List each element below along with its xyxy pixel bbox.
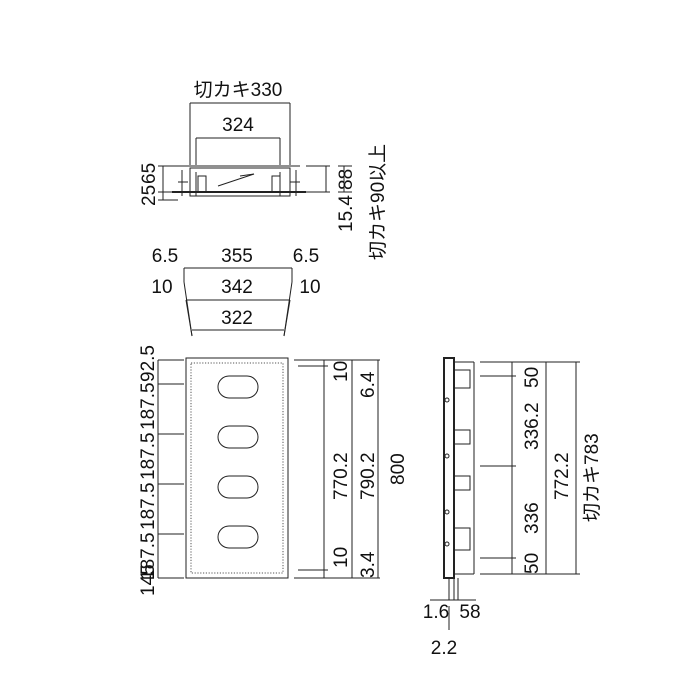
front-left-dim-1: 92.5 xyxy=(138,345,159,382)
cutout-depth-label: 切カキ90以上 xyxy=(367,144,389,260)
front-left-dim-5: 187.5 xyxy=(138,532,159,580)
side-dim-top: 50 xyxy=(522,367,543,388)
front-panel xyxy=(185,357,289,579)
width-right-offset: 6.5 xyxy=(293,246,319,267)
width-dimensions: 6.5 355 6.5 10 342 10 322 xyxy=(151,246,321,337)
top-left-dim-a: 25 xyxy=(139,185,160,206)
front-col-a-bottom: 10 xyxy=(331,547,352,568)
side-dim-lower: 336 xyxy=(522,502,543,534)
side-dim-bottom: 50 xyxy=(522,553,543,574)
side-bottom-a: 1.6 xyxy=(423,602,449,623)
front-left-dim-3: 187.5 xyxy=(138,432,159,480)
front-view: 92.5 187.5 187.5 187.5 187.5 145 10 770.… xyxy=(138,345,409,596)
top-right-dim-a: 15.4 xyxy=(336,195,357,232)
inner-width-label: 324 xyxy=(222,115,254,136)
side-dim-upper: 336.2 xyxy=(522,402,543,450)
front-col-b-mid: 790.2 xyxy=(358,452,379,500)
front-col-b-top: 6.4 xyxy=(358,371,379,398)
side-bracket-3 xyxy=(453,475,471,491)
front-left-dim-4: 187.5 xyxy=(138,482,159,530)
width-overall: 355 xyxy=(221,246,253,267)
front-col-a-mid: 770.2 xyxy=(331,452,352,500)
width-left-offset: 6.5 xyxy=(152,246,178,267)
side-view: 50 336.2 336 50 772.2 切カキ783 1.6 58 2.2 xyxy=(423,357,603,659)
side-bottom-b: 58 xyxy=(459,602,480,623)
slot-4 xyxy=(217,525,259,549)
slot-1 xyxy=(217,375,259,399)
side-bracket-2 xyxy=(453,429,471,445)
side-dim-total: 772.2 xyxy=(552,452,573,500)
top-view: 切カキ330 324 25 65 15. xyxy=(139,80,389,260)
slot-3 xyxy=(217,475,259,499)
cutout-width-label: 切カキ330 xyxy=(194,80,283,101)
width-body: 322 xyxy=(221,308,253,329)
side-bracket-4 xyxy=(453,527,471,551)
side-bracket-1 xyxy=(453,369,471,389)
front-col-a-top: 10 xyxy=(331,361,352,382)
front-col-b-bottom: 3.4 xyxy=(358,551,379,578)
top-left-dim-b: 65 xyxy=(139,163,160,184)
front-left-dim-2: 187.5 xyxy=(138,382,159,430)
width-right-inner: 10 xyxy=(299,277,320,298)
side-bottom-c: 2.2 xyxy=(431,638,457,659)
slot-2 xyxy=(217,425,259,449)
top-right-dim-b: 88 xyxy=(336,169,357,190)
width-middle: 342 xyxy=(221,277,253,298)
width-left-inner: 10 xyxy=(151,277,172,298)
side-cutout-label: 切カキ783 xyxy=(582,433,603,522)
front-overall-height: 800 xyxy=(388,453,409,485)
front-left-dim-6: 145 xyxy=(138,564,159,596)
